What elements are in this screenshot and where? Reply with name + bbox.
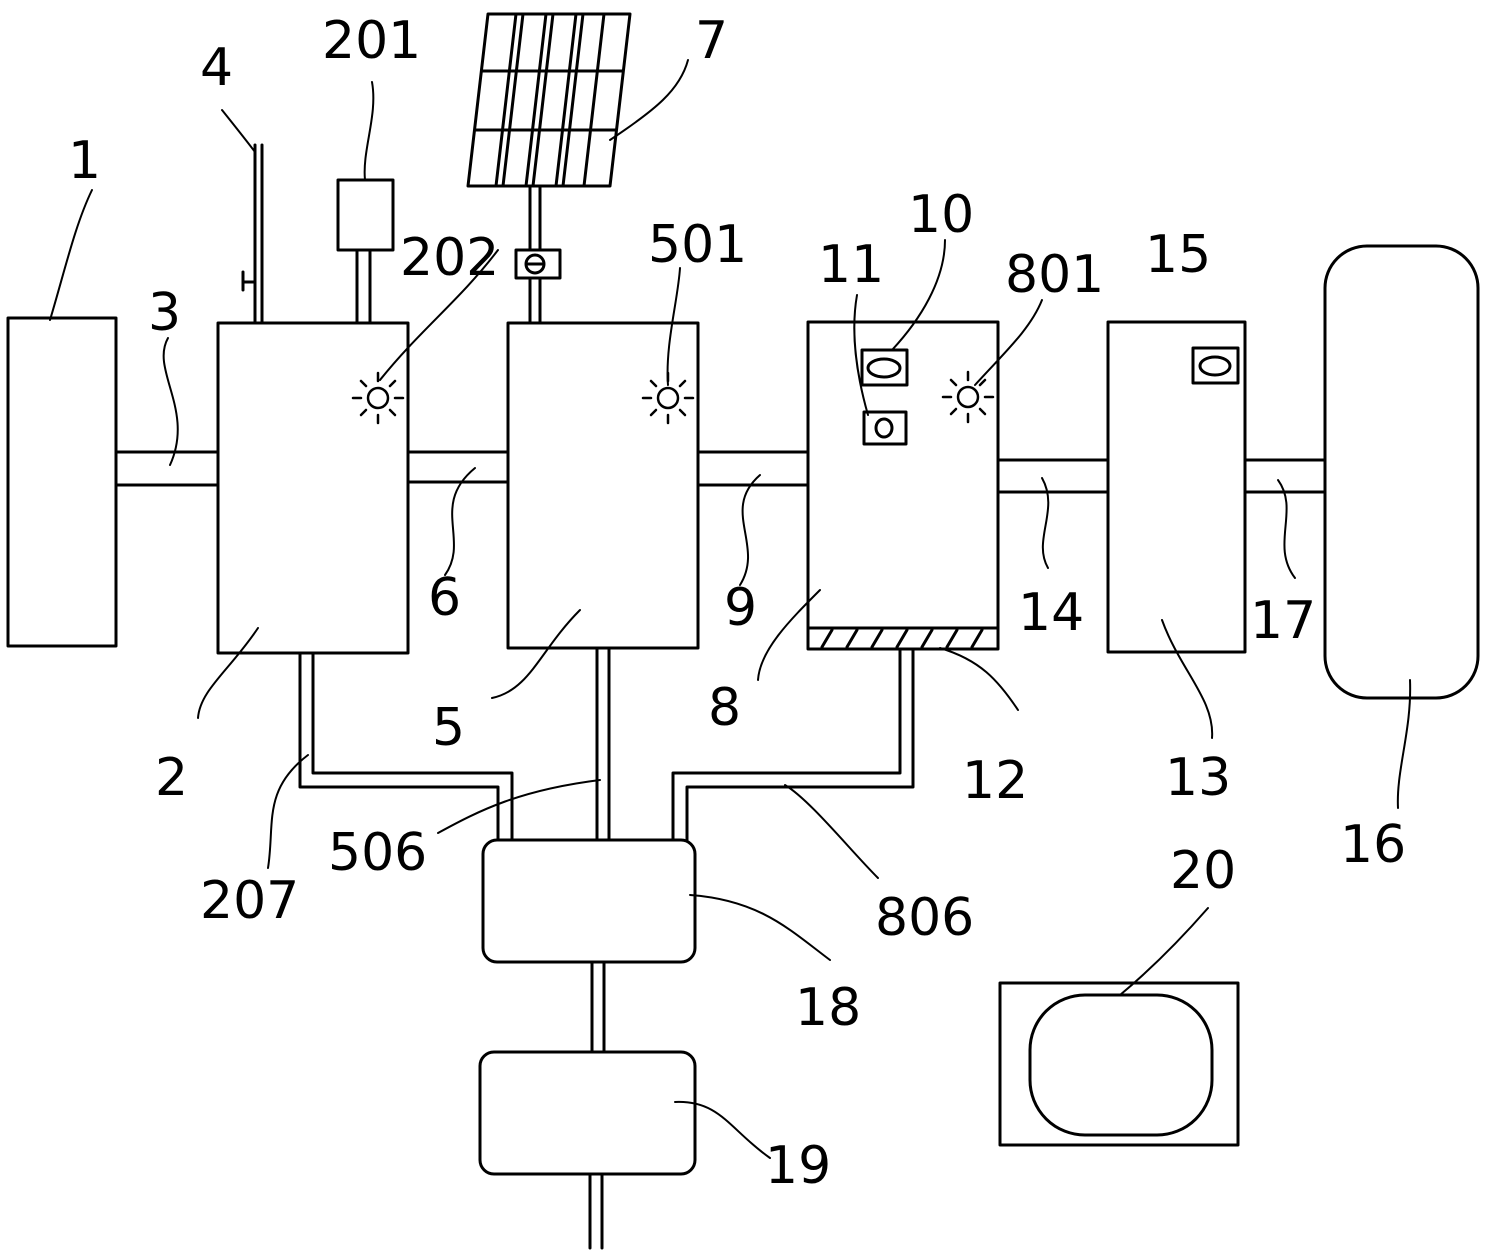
sensor-801-icon (941, 370, 995, 424)
layer-12 (806, 626, 1000, 649)
label-18: 18 (795, 978, 861, 1038)
label-17: 17 (1250, 591, 1316, 651)
label-9: 9 (724, 578, 757, 638)
label-5: 5 (432, 698, 465, 758)
label-7: 7 (695, 11, 728, 71)
label-19: 19 (765, 1136, 831, 1196)
label-20: 20 (1170, 841, 1236, 901)
label-1: 1 (68, 131, 101, 191)
sensor-202-icon (351, 371, 405, 425)
label-2: 2 (155, 748, 188, 808)
block-18 (481, 838, 697, 964)
component-201 (336, 178, 395, 325)
label-13: 13 (1165, 748, 1231, 808)
label-12: 12 (962, 751, 1028, 811)
pipe-207 (298, 651, 514, 842)
label-6: 6 (428, 568, 461, 628)
block-16 (1323, 244, 1480, 700)
block-2 (216, 321, 410, 655)
block-20-screen (1028, 993, 1214, 1137)
pipe-806 (671, 647, 915, 842)
outlet-pipe (588, 1172, 604, 1250)
block-5 (506, 321, 700, 650)
solar-pipe (528, 184, 542, 325)
device-11 (862, 410, 908, 446)
valve-icon (514, 248, 562, 280)
device-15 (1191, 346, 1240, 385)
label-15: 15 (1145, 225, 1211, 285)
label-4: 4 (200, 38, 233, 98)
label-16: 16 (1340, 815, 1406, 875)
block-19 (478, 1050, 697, 1176)
reference-labels: 1 3 4 201 202 7 501 11 10 801 15 6 9 14 … (68, 11, 1406, 1196)
pipe-14 (996, 458, 1110, 494)
label-207: 207 (200, 871, 299, 931)
label-11: 11 (818, 235, 884, 295)
pipe-17 (1243, 458, 1327, 494)
label-10: 10 (908, 185, 974, 245)
leader-lines (49, 59, 1412, 1159)
block-1 (6, 316, 118, 648)
pipe-18-19 (590, 960, 606, 1054)
pipe-3 (114, 450, 220, 487)
label-3: 3 (148, 283, 181, 343)
pipe-6 (406, 450, 510, 484)
label-501: 501 (648, 215, 747, 275)
pipe-506 (595, 646, 611, 842)
pipe-9 (696, 450, 810, 487)
label-14: 14 (1018, 583, 1084, 643)
label-201: 201 (322, 11, 421, 71)
pipe-4 (241, 143, 264, 325)
label-8: 8 (708, 678, 741, 738)
device-10 (860, 348, 909, 387)
label-506: 506 (328, 823, 427, 883)
label-202: 202 (400, 228, 499, 288)
solar-panel-7 (466, 12, 632, 188)
label-801: 801 (1005, 245, 1104, 305)
label-806: 806 (875, 888, 974, 948)
